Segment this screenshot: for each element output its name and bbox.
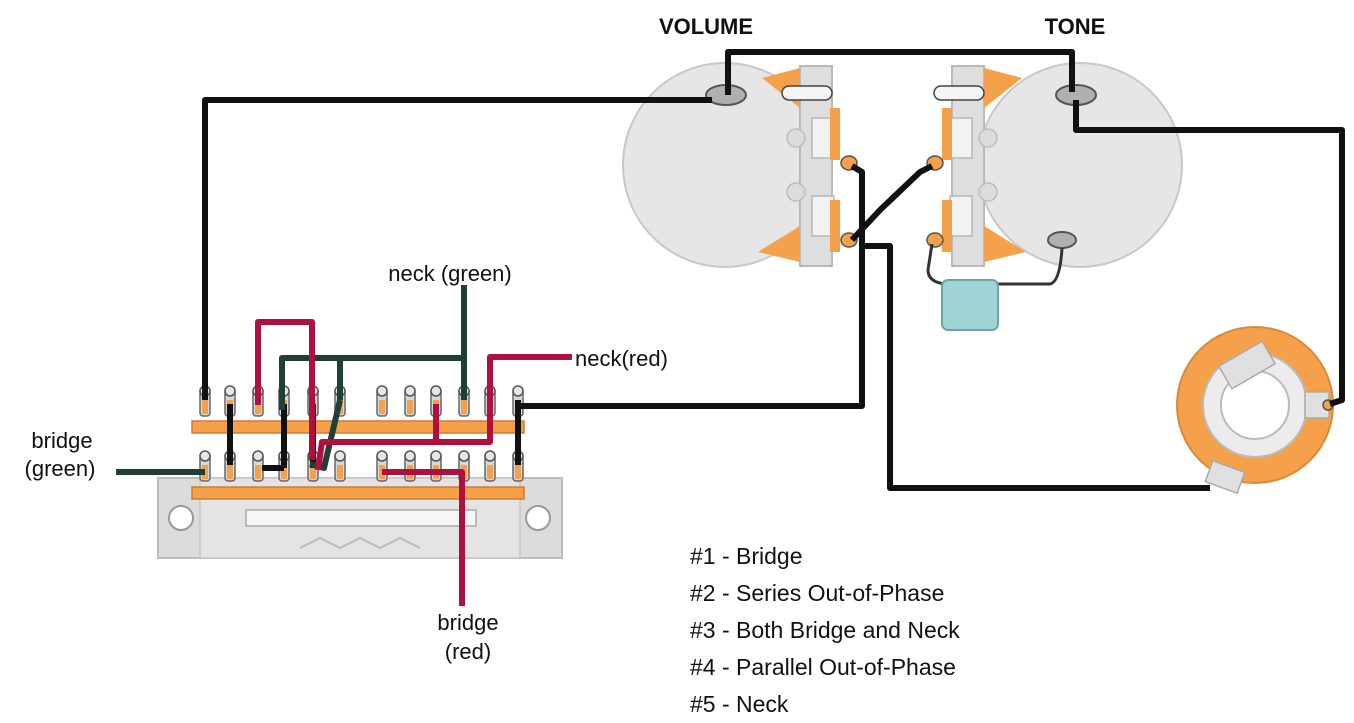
- legend-item-2: #2 - Series Out-of-Phase: [690, 580, 945, 606]
- switch-bottom-lug-8: [404, 450, 416, 482]
- bridge-green-label-line2: (green): [25, 456, 96, 481]
- volume-pot: [622, 62, 858, 268]
- tone-pot: [926, 62, 1183, 268]
- wire-green-jumper: [309, 399, 343, 471]
- switch-bottom-lugs: [199, 450, 524, 482]
- pickup-selector-switch: [157, 385, 563, 559]
- volume-label: VOLUME: [659, 14, 753, 39]
- wire-neck-red: [433, 354, 572, 445]
- switch-bottom-lug-9: [430, 450, 442, 482]
- position-legend: #1 - Bridge #2 - Series Out-of-Phase #3 …: [690, 538, 960, 723]
- wire-volume-to-tone: [725, 49, 1075, 95]
- switch-bottom-lug-11: [484, 450, 496, 482]
- tone-label: TONE: [1045, 14, 1106, 39]
- switch-bottom-lug-1: [199, 450, 211, 482]
- green-wires: [116, 285, 467, 475]
- black-wires: [202, 49, 1345, 491]
- legend-item-3: #3 - Both Bridge and Neck: [690, 617, 960, 643]
- bridge-red-label-line1: bridge: [437, 610, 498, 635]
- switch-bottom-lug-6: [334, 450, 346, 482]
- neck-green-label: neck (green): [388, 261, 512, 286]
- switch-bottom-lug-3: [252, 450, 264, 482]
- wire-volume-to-switch: [202, 97, 712, 400]
- wire-bridge-red-loop: [255, 319, 315, 460]
- output-jack: [1176, 326, 1334, 495]
- red-wires: [255, 319, 572, 606]
- bridge-green-label-line1: bridge: [31, 428, 92, 453]
- wire-neck-green-lead: [337, 285, 467, 370]
- legend-item-5: #5 - Neck: [690, 691, 789, 717]
- wire-volume-tone-jumper: [849, 163, 934, 243]
- wire-red-switch: [315, 439, 436, 471]
- wire-tone-to-jack: [1073, 100, 1345, 407]
- legend-item-1: #1 - Bridge: [690, 543, 803, 569]
- switch-top-lugs: [199, 385, 524, 417]
- switch-top-lug-8: [404, 385, 416, 417]
- switch-bottom-lug-7: [376, 450, 388, 482]
- neck-red-label: neck(red): [575, 346, 668, 371]
- tone-capacitor: [926, 243, 1064, 331]
- legend-item-4: #4 - Parallel Out-of-Phase: [690, 654, 956, 680]
- wire-jack-ground: [862, 243, 1210, 491]
- bridge-red-label-line2: (red): [445, 639, 491, 664]
- wire-switch-to-volume: [518, 163, 865, 409]
- wire-bridge-red: [382, 469, 465, 606]
- switch-top-lug-7: [376, 385, 388, 417]
